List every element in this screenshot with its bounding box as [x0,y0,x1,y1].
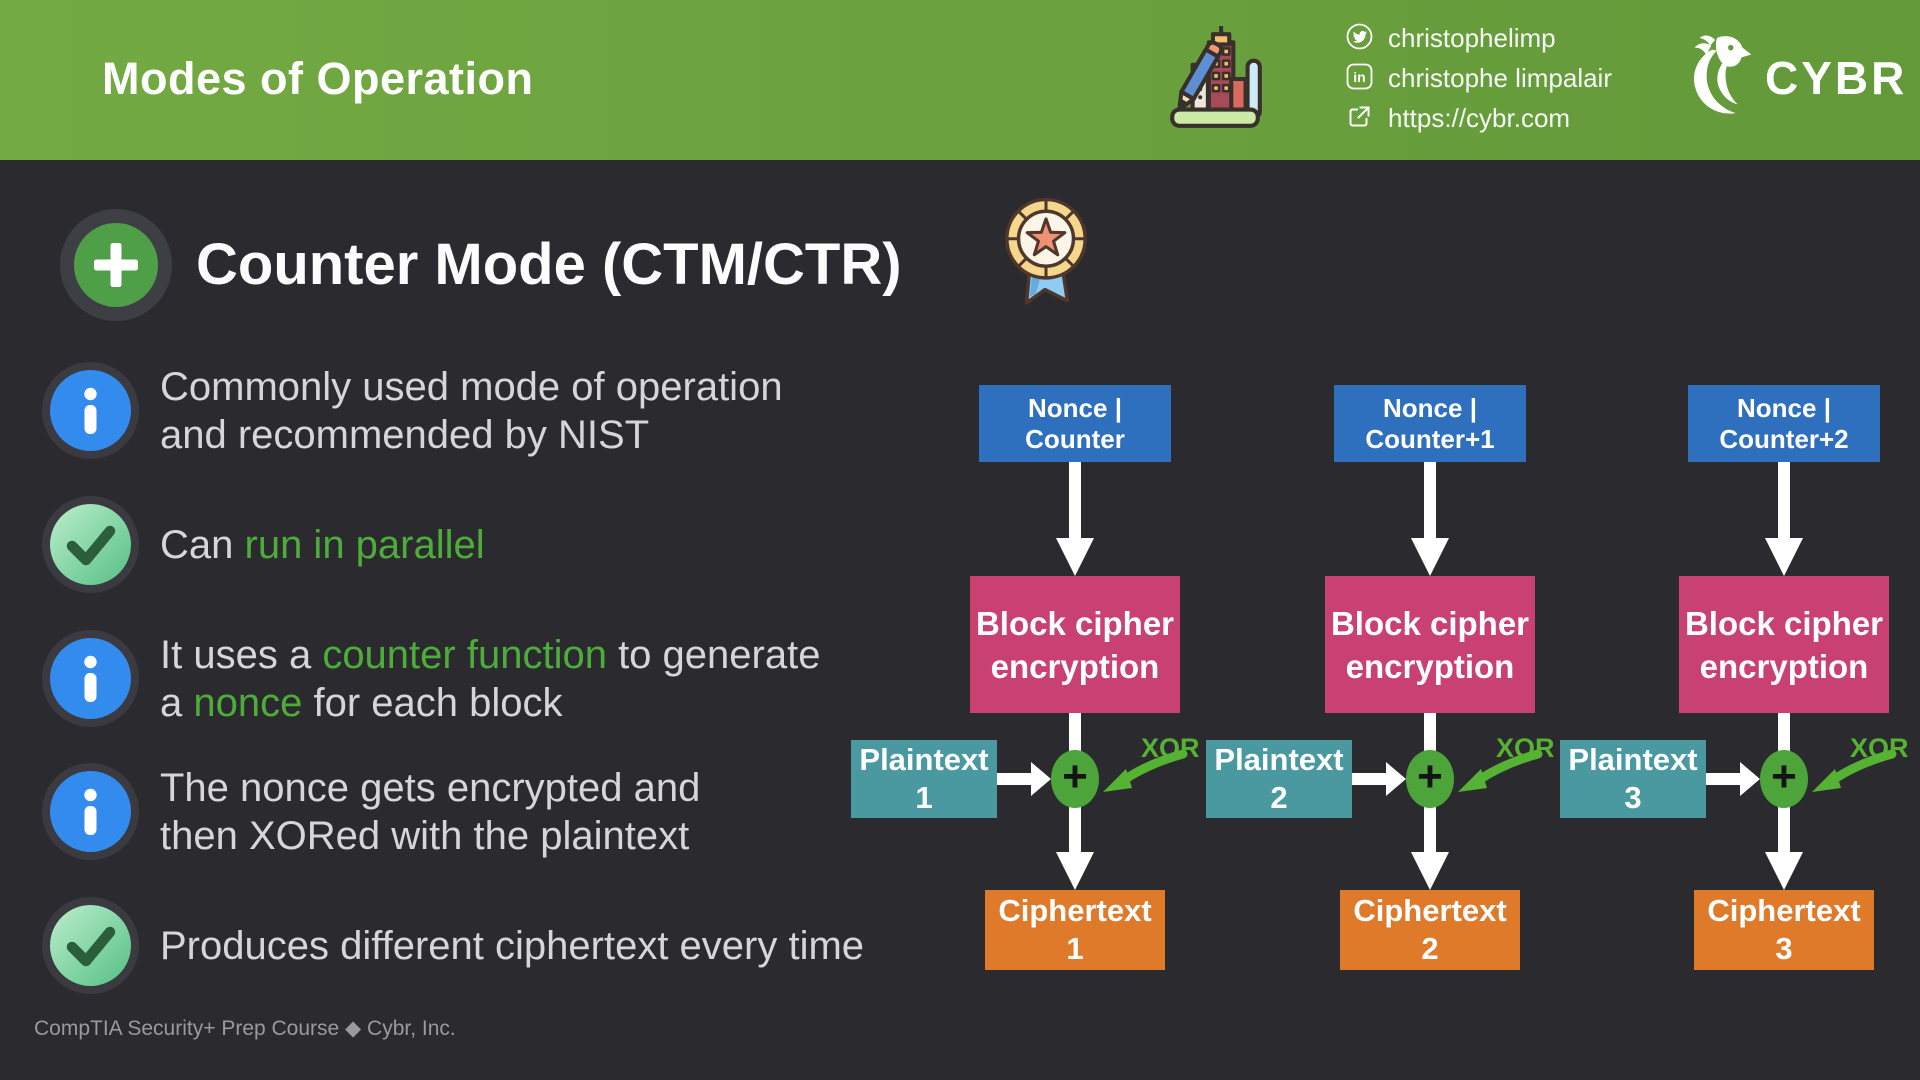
sketch-arrow-icon [1806,747,1898,804]
down-arrow [1069,462,1081,538]
bullet-line: The nonce gets encrypted and [160,764,700,812]
bullet-segment: to generate [606,632,821,677]
bullet-line: Can run in parallel [160,521,485,569]
down-arrowhead [1411,538,1449,576]
ciphertext-box: Ciphertext 3 [1694,890,1874,970]
footer-credit: CompTIA Security+ Prep Course ◆ Cybr, In… [34,1017,456,1040]
nonce-counter-box: Nonce | Counter+2 [1688,385,1880,462]
nonce-counter-box: Nonce | Counter [979,385,1171,462]
down-arrow [1778,462,1790,538]
right-arrow [997,773,1031,785]
down-arrow [1424,462,1436,538]
info-icon [42,362,139,459]
bullet-line: a nonce for each block [160,679,820,727]
right-arrowhead [1031,762,1051,796]
header-bar: Modes of Operation [0,0,1920,160]
ctr-column: Nonce | Counter+1 Block cipher encryptio… [1200,385,1660,975]
bullet-line: Commonly used mode of operation [160,363,783,411]
svg-text:in: in [1353,69,1365,85]
xor-node: + [1760,750,1808,808]
block-cipher-box: Block cipher encryption [970,576,1180,713]
bullet-segment: a [160,680,194,725]
highlighted-term: run in parallel [244,522,485,567]
info-icon [42,630,139,727]
ctr-column: Nonce | Counter+2 Block cipher encryptio… [1554,385,1920,975]
xor-node: + [1051,750,1099,808]
brand-logo: CYBR [1684,32,1907,123]
brand-name: CYBR [1765,51,1908,104]
external-link-icon [1346,103,1373,135]
bullet-text: Produces different ciphertext every time [160,922,864,970]
ctr-column: Nonce | Counter Block cipher encryption … [845,385,1305,975]
bullet-segment: Can [160,522,245,567]
bullet-segment: then XORed with the plaintext [160,813,690,858]
page-title: Modes of Operation [102,53,534,104]
bullet-segment: for each block [302,680,563,725]
social-row-linkedin: in christophe limpalair [1346,63,1612,95]
right-arrowhead [1740,762,1760,796]
linkedin-handle: christophe limpalair [1388,63,1612,93]
twitter-icon [1346,23,1373,55]
bullet-line: It uses a counter function to generate [160,631,820,679]
highlighted-term: nonce [193,680,303,725]
check-icon [42,897,139,994]
bullet-line: Produces different ciphertext every time [160,922,864,970]
falcon-icon [1684,32,1756,123]
nonce-counter-box: Nonce | Counter+1 [1334,385,1526,462]
plus-symbol: + [1417,752,1443,801]
bullet-segment: It uses a [160,632,323,677]
bullet-segment: and recommended by NIST [160,412,650,457]
block-cipher-box: Block cipher encryption [1679,576,1889,713]
plaintext-box: Plaintext 2 [1206,740,1352,818]
bullet-item: Can run in parallel [42,496,485,593]
slide-title: Counter Mode (CTM/CTR) [196,232,902,297]
bullet-line: then XORed with the plaintext [160,812,700,860]
bullet-item: Produces different ciphertext every time [42,897,864,994]
bullet-line: and recommended by NIST [160,411,783,459]
bullet-text: Can run in parallel [160,521,485,569]
xor-node: + [1406,750,1454,808]
sketch-arrow-icon [1452,747,1544,804]
ciphertext-box: Ciphertext 2 [1340,890,1520,970]
down-arrowhead [1056,538,1094,576]
right-arrow [1706,773,1740,785]
sketch-arrow-icon [1097,747,1189,804]
highlighted-term: counter function [322,632,607,677]
linkedin-icon: in [1346,63,1373,95]
block-cipher-box: Block cipher encryption [1325,576,1535,713]
twitter-handle: christophelimp [1388,23,1556,53]
bullet-segment: Commonly used mode of operation [160,364,783,409]
down-arrowhead [1056,852,1094,890]
plus-icon [60,209,172,326]
right-arrow [1352,773,1386,785]
social-row-website: https://cybr.com [1346,103,1612,135]
down-arrowhead [1765,538,1803,576]
down-arrowhead [1411,852,1449,890]
social-links: christophelimp in christophe limpalair [1346,23,1612,135]
pencil-city-icon [1160,24,1270,141]
medal-ribbon-icon [999,196,1093,319]
down-arrowhead [1765,852,1803,890]
ciphertext-box: Ciphertext 1 [985,890,1165,970]
website-url: https://cybr.com [1388,103,1571,133]
info-icon [42,763,139,860]
social-row-twitter: christophelimp [1346,23,1612,55]
right-arrowhead [1386,762,1406,796]
plaintext-box: Plaintext 1 [851,740,997,818]
plus-symbol: + [1771,752,1797,801]
plaintext-box: Plaintext 3 [1560,740,1706,818]
bullet-segment: Produces different ciphertext every time [160,923,865,968]
check-icon [42,496,139,593]
plus-symbol: + [1062,752,1088,801]
bullet-segment: The nonce gets encrypted and [160,765,701,810]
